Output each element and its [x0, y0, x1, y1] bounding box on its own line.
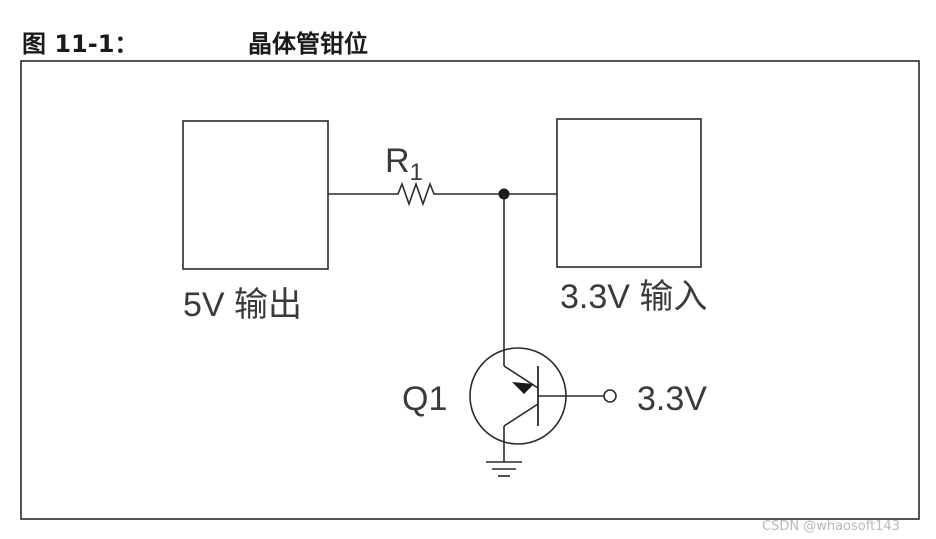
figure-title: 晶体管钳位 — [248, 30, 368, 58]
base-supply-label: 3.3V — [637, 380, 707, 418]
transistor-q1-symbol — [469, 346, 604, 452]
load-label: 3.3V 输入 — [560, 278, 707, 316]
transistor-emitter-arrow — [512, 382, 534, 394]
source-label: 5V 输出 — [183, 286, 302, 324]
load-block — [556, 118, 702, 268]
transistor-q1-label: Q1 — [402, 380, 447, 418]
figure-number: 图 11-1： — [22, 30, 138, 58]
source-block — [182, 120, 329, 270]
watermark: CSDN @whaosoft143 — [762, 519, 900, 534]
ground-icon — [486, 452, 522, 477]
transistor-collector — [503, 403, 539, 427]
base-terminal — [603, 389, 617, 403]
figure-frame — [20, 60, 920, 520]
resistor-r1-label: R1 — [385, 142, 423, 186]
resistor-r1-symbol — [388, 181, 444, 207]
